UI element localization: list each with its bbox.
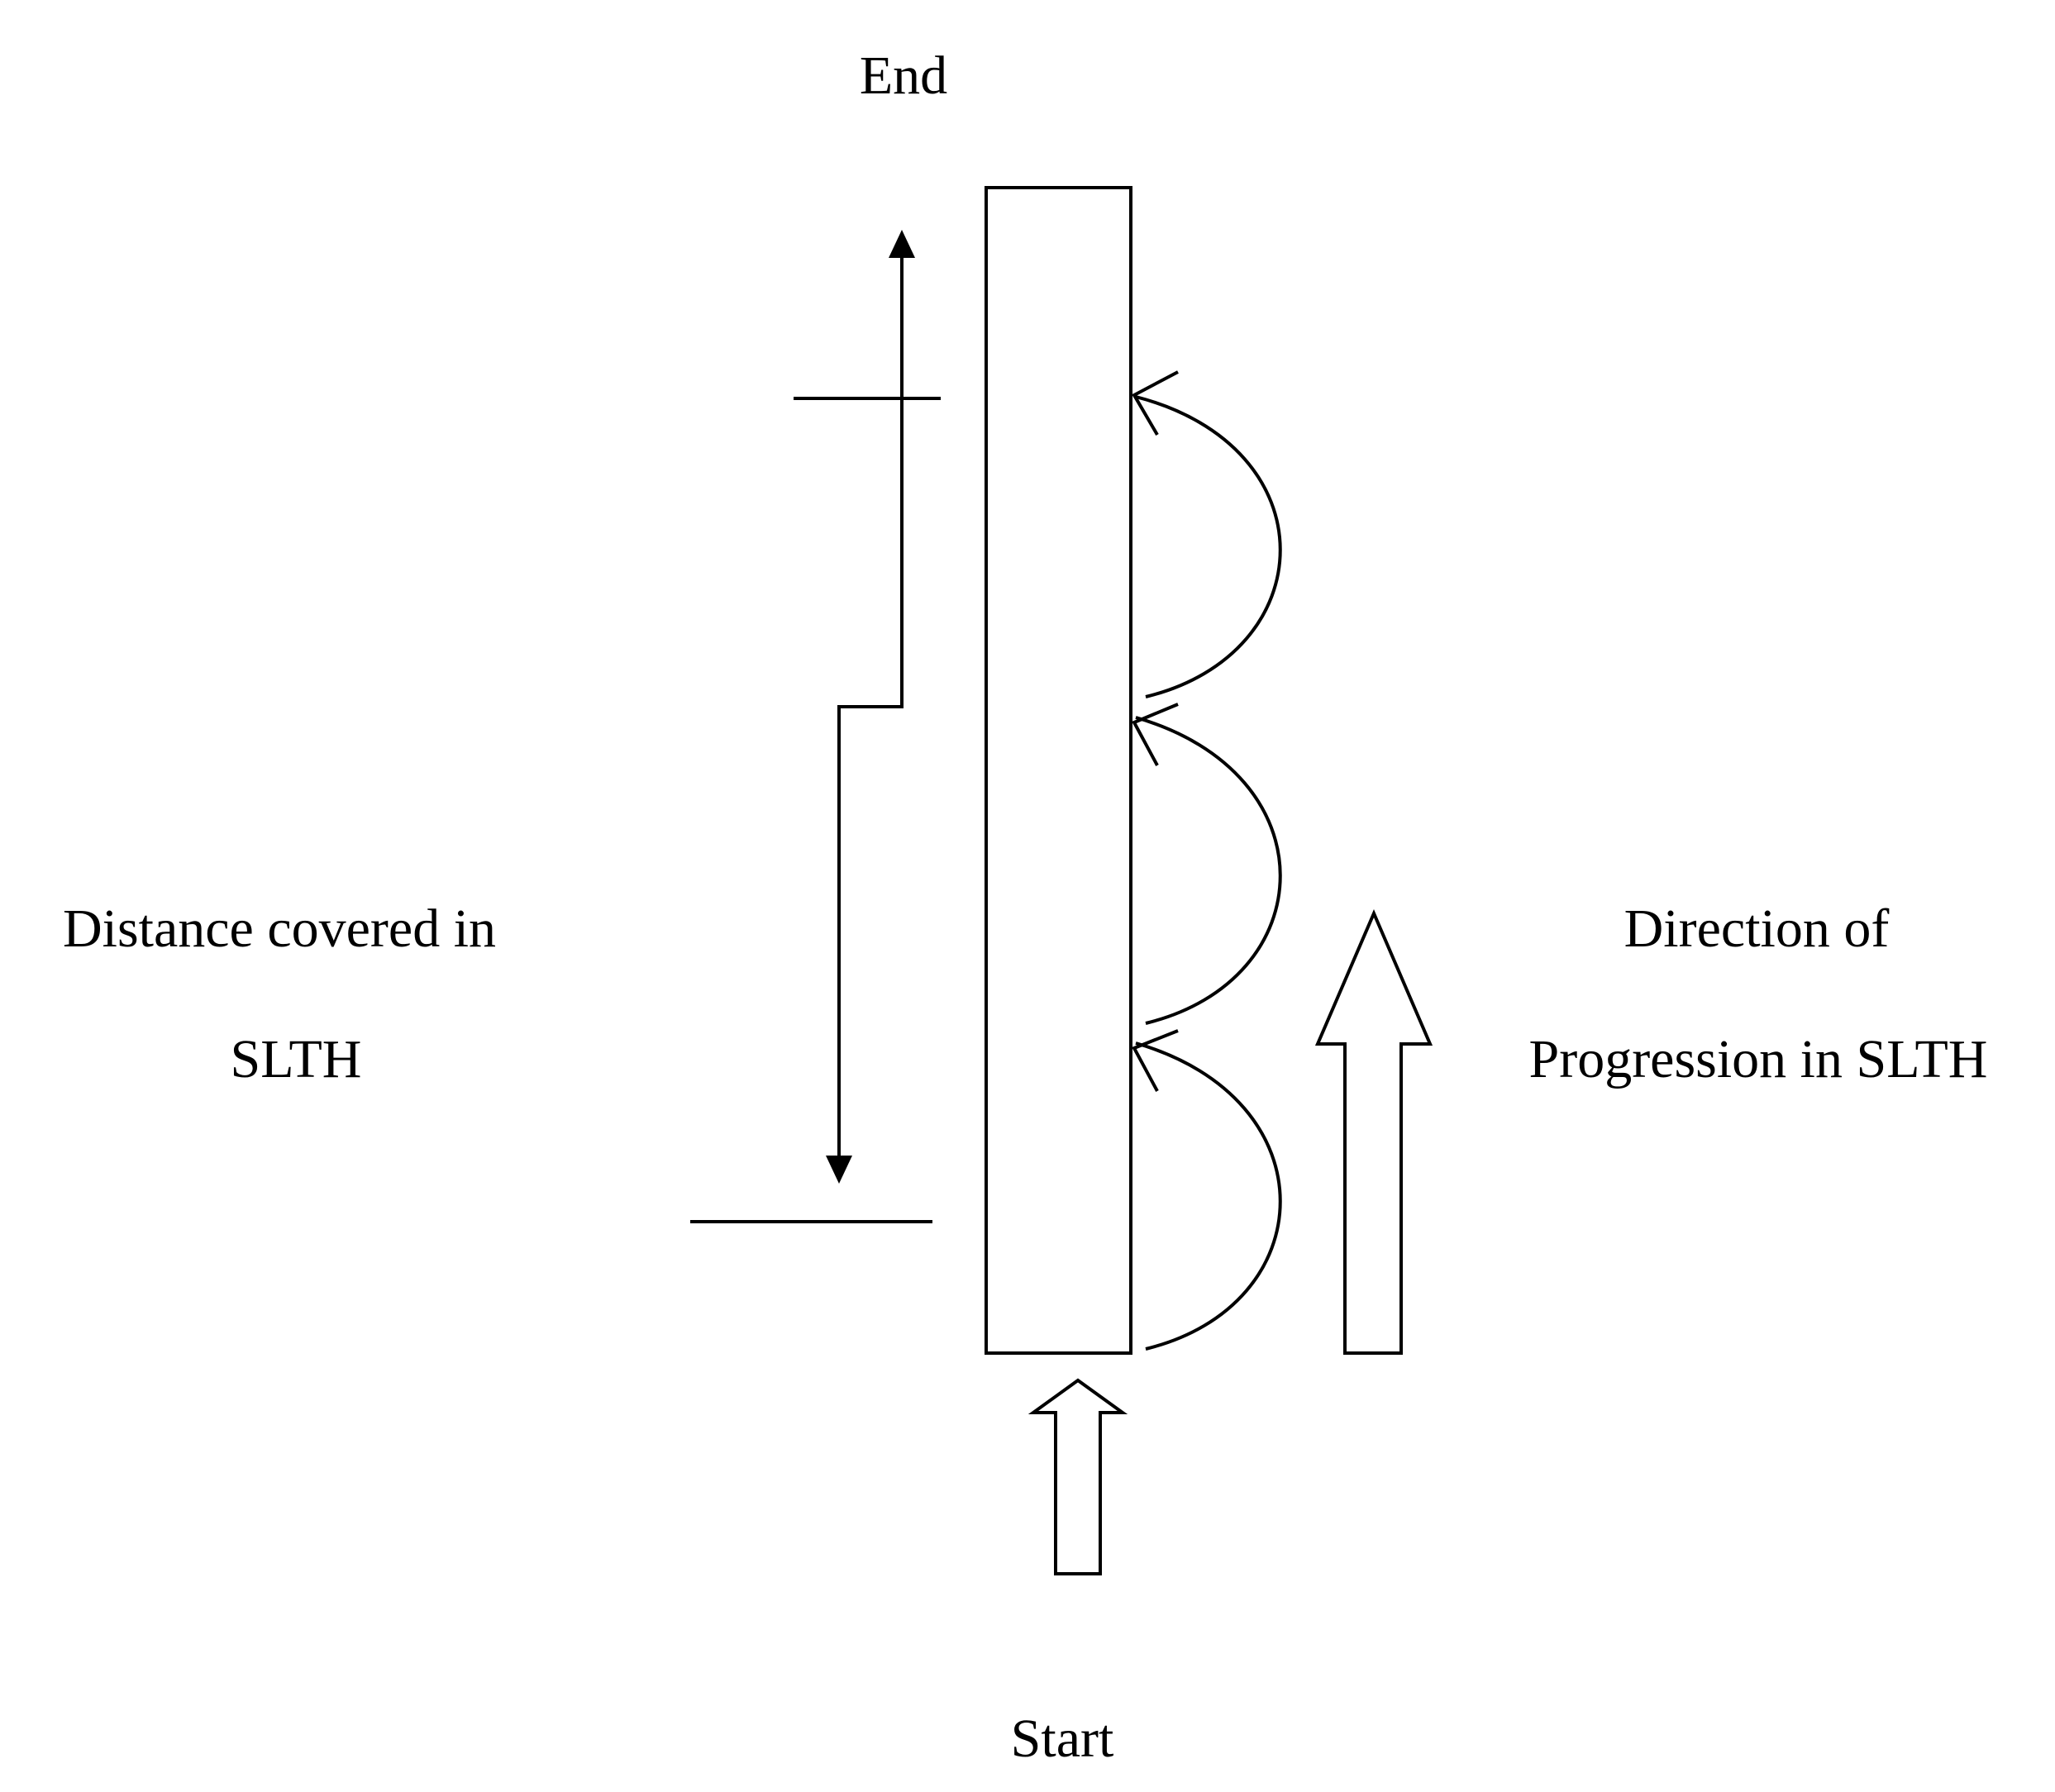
end-label: End xyxy=(860,45,947,106)
direction-label-line2: Progression in SLTH xyxy=(1529,1029,1988,1089)
track-column xyxy=(985,186,1132,1355)
distance-label-line1: Distance covered in xyxy=(63,898,496,959)
hop-curve-1-arrowhead-icon xyxy=(1132,1029,1179,1092)
distance-label-line2: SLTH xyxy=(231,1029,362,1089)
hop-curve-3-arrowhead-icon xyxy=(1132,370,1179,436)
start-label: Start xyxy=(1011,1709,1114,1769)
direction-label-line1: Direction of xyxy=(1624,898,1890,959)
hop-curve-1 xyxy=(1135,1041,1282,1351)
hop-curve-2 xyxy=(1135,716,1282,1025)
distance-arrowhead-up-icon xyxy=(889,230,915,258)
hop-curve-2-arrowhead-icon xyxy=(1132,703,1179,766)
distance-step-line xyxy=(837,256,904,1164)
hop-curve-3 xyxy=(1135,395,1282,698)
direction-arrow-icon xyxy=(1314,908,1433,1355)
distance-arrowhead-down-icon xyxy=(826,1156,852,1184)
start-arrow-icon xyxy=(1028,1378,1128,1575)
